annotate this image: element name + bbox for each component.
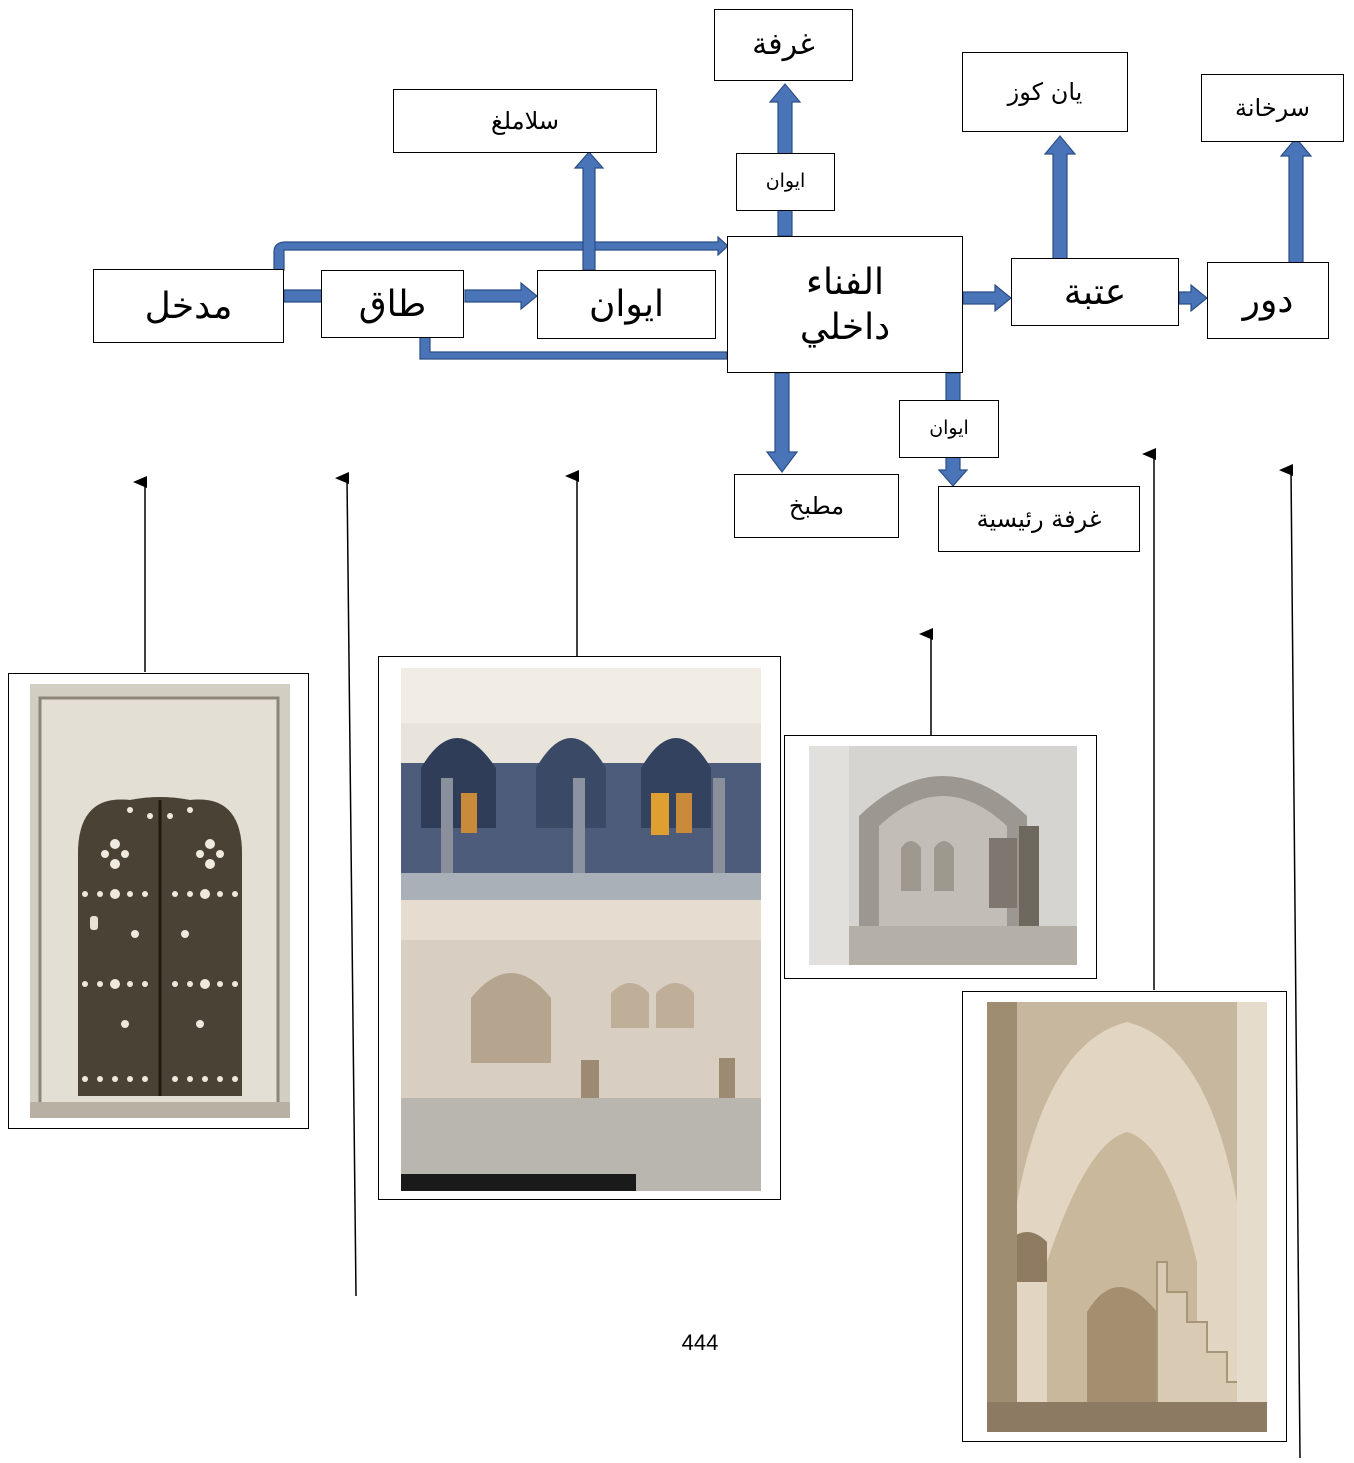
- arrow-courtyard-to-atabah: [962, 283, 1012, 313]
- node-entrance: مدخل: [93, 269, 284, 343]
- node-iwan: ايوان: [537, 270, 716, 339]
- node-sarkhana-label: سرخانة: [1234, 94, 1311, 122]
- node-main-room-label: غرفة رئيسية: [976, 505, 1102, 533]
- node-courtyard-label: الفناء داخلي: [799, 261, 891, 348]
- node-entrance-label: مدخل: [144, 285, 233, 327]
- page-number: 444: [681, 1330, 719, 1355]
- arrow-entrance-bypass-to-courtyard: [273, 235, 729, 271]
- node-room-top-label: غرفة: [752, 27, 815, 63]
- photo-stair-frame: [962, 991, 1287, 1442]
- node-courtyard: الفناء داخلي: [727, 236, 963, 373]
- node-sarkhana: سرخانة: [1201, 74, 1344, 142]
- node-salamlek-label: سلاملغ: [491, 107, 560, 135]
- arrow-dawr-to-sarkhana: [1279, 137, 1313, 265]
- arrow-taq-to-iwan: [464, 281, 538, 311]
- arrow-courtyard-to-kitchen: [765, 372, 799, 473]
- node-kitchen: مطبخ: [734, 474, 899, 538]
- stair-hall-photo: [987, 1002, 1267, 1432]
- pointer-to-taq: [335, 471, 357, 1297]
- photo-door-frame: [8, 673, 309, 1129]
- node-salamlek: سلاملغ: [393, 89, 657, 153]
- node-iwan-bottom: ايوان: [899, 400, 999, 458]
- node-kitchen-label: مطبخ: [788, 492, 845, 520]
- node-atabah: عتبة: [1011, 258, 1179, 326]
- node-iwan-label: ايوان: [588, 284, 665, 325]
- node-yankoz-label: يان كوز: [1007, 78, 1083, 106]
- node-iwan-top: ايوان: [736, 153, 835, 211]
- arrow-atabah-to-yankoz: [1043, 135, 1077, 260]
- node-main-room: غرفة رئيسية: [938, 486, 1140, 552]
- room-photo: [809, 746, 1077, 965]
- node-dawr-label: دور: [1242, 280, 1294, 321]
- node-taq-label: طاق: [358, 283, 427, 325]
- arrow-atabah-to-dawr: [1178, 283, 1208, 313]
- node-room-top: غرفة: [714, 9, 853, 81]
- pointer-to-dawr: [1279, 463, 1301, 1459]
- door-photo: [30, 684, 290, 1118]
- node-iwan-top-label: ايوان: [765, 170, 806, 193]
- node-yankoz: يان كوز: [962, 52, 1128, 132]
- node-dawr: دور: [1207, 262, 1329, 339]
- photo-room-frame: [784, 735, 1097, 979]
- node-iwan-bottom-label: ايوان: [929, 417, 969, 440]
- iwan-courtyard-photo: [401, 668, 761, 1191]
- photo-iwan-frame: [378, 656, 781, 1200]
- node-atabah-label: عتبة: [1063, 271, 1127, 313]
- arrow-iwan-to-salamlek: [573, 151, 605, 271]
- node-taq: طاق: [321, 270, 464, 338]
